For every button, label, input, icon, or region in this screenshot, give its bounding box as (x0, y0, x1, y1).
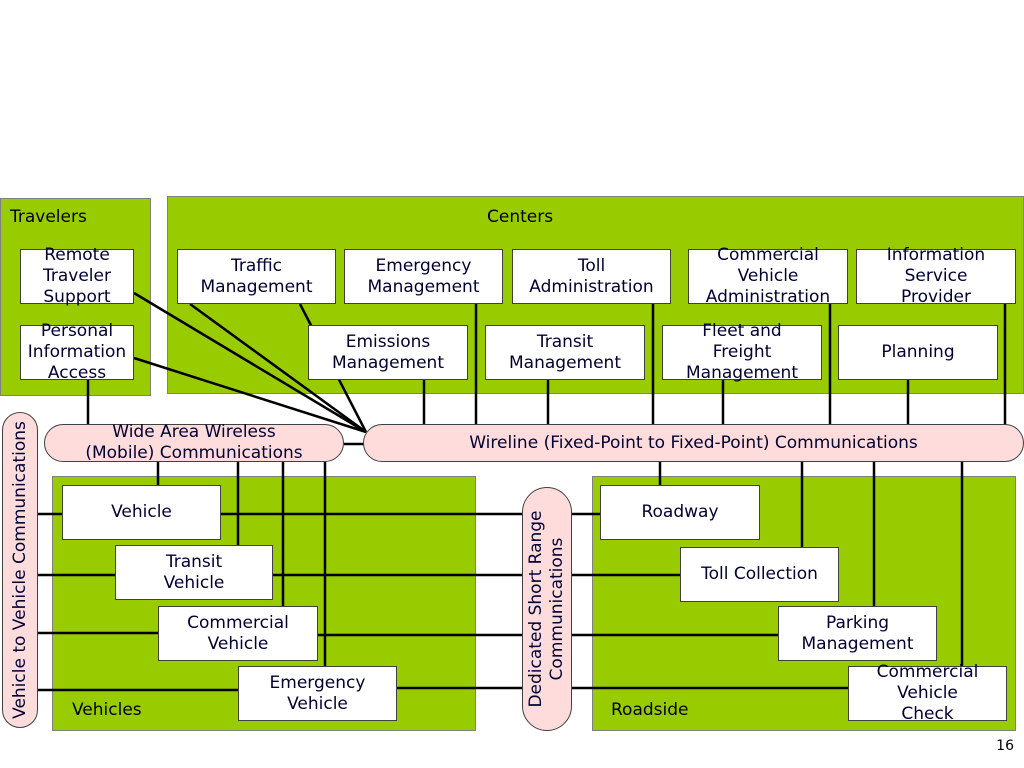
remote-traveler-link (133, 291, 367, 434)
transit-management-box: Transit Management (485, 325, 645, 380)
traffic-management-link (189, 302, 367, 434)
dedicated-short-range-label: Dedicated Short Range Communications (526, 510, 567, 708)
parking-management-box: Parking Management (778, 606, 937, 661)
roadside-label: Roadside (611, 700, 689, 720)
commercial-vehicle-administration-box: Commercial Vehicle Administration (688, 245, 848, 307)
transit-vehicle-box: Transit Vehicle (115, 545, 273, 600)
wide-area-wireless-pill: Wide Area Wireless (Mobile) Communicatio… (44, 422, 344, 463)
planning-box: Planning (838, 325, 998, 380)
vehicle-to-vehicle-pill (2, 412, 38, 728)
wireline-pill: Wireline (Fixed-Point to Fixed-Point) Co… (363, 424, 1024, 462)
toll-collection-box: Toll Collection (680, 547, 839, 602)
traffic-management-box: Traffic Management (177, 249, 336, 304)
dedicated-short-range-pill (522, 487, 572, 731)
emergency-management-box: Emergency Management (344, 249, 503, 304)
roadway-box: Roadway (600, 485, 760, 540)
page-number: 16 (996, 738, 1014, 754)
centers-label: Centers (487, 207, 554, 227)
emergency-vehicle-box: Emergency Vehicle (238, 666, 397, 721)
information-service-provider-box: Information Service Provider (856, 245, 1016, 307)
personal-info-link (133, 356, 367, 434)
toll-administration-box: Toll Administration (512, 249, 671, 304)
vehicle-to-vehicle-label: Vehicle to Vehicle Communications (9, 421, 30, 719)
commercial-vehicle-check-box: Commercial Vehicle Check (848, 662, 1007, 724)
fleet-and-freight-management-box: Fleet and Freight Management (662, 321, 822, 383)
vehicles-label: Vehicles (72, 700, 142, 720)
remote-traveler-support-box: Remote Traveler Support (20, 245, 134, 307)
travelers-label: Travelers (10, 207, 87, 227)
vehicle-box: Vehicle (62, 485, 221, 540)
personal-information-access-box: Personal Information Access (20, 321, 134, 383)
emissions-management-box: Emissions Management (308, 325, 468, 380)
commercial-vehicle-box: Commercial Vehicle (158, 606, 318, 661)
